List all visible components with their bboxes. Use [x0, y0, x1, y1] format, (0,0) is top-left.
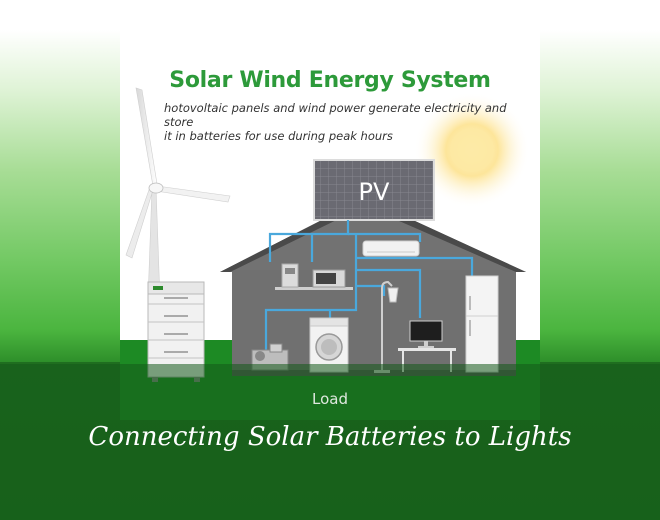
subtitle-line-1: hotovoltaic panels and wind power genera…	[164, 101, 507, 129]
poster-subtitle: hotovoltaic panels and wind power genera…	[164, 101, 534, 143]
wiring-lines	[264, 220, 474, 352]
pv-panel-icon	[313, 159, 435, 221]
load-label: Load	[312, 390, 348, 408]
washing-machine-icon	[309, 317, 349, 373]
air-conditioner-icon	[362, 240, 420, 257]
poster-title: Solar Wind Energy System	[169, 68, 491, 93]
refrigerator-icon	[465, 275, 499, 373]
pv-label: PV	[359, 178, 390, 206]
kitchen-shelf-icon	[275, 263, 353, 290]
load-band	[0, 364, 660, 520]
subtitle-line-2: it in batteries for use during peak hour…	[164, 129, 393, 143]
desk-computer-icon	[398, 320, 456, 372]
wind-turbine-icon	[125, 87, 231, 301]
battery-stack-icon	[147, 281, 205, 382]
caption-text: Connecting Solar Batteries to Lights	[88, 422, 572, 452]
energy-system-illustration: PV	[125, 87, 530, 382]
poster-panel: PV Solar Wind Energy System hotovoltaic …	[120, 0, 540, 420]
